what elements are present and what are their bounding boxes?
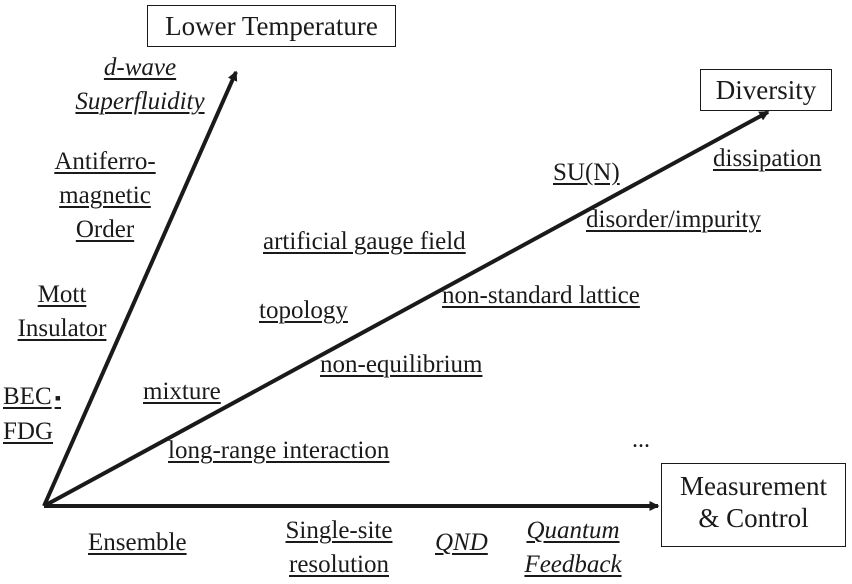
non-equilibrium-label: non-equilibrium [320,351,483,378]
antiferromagnetic-order-label: Antiferro- magnetic Order [54,148,156,243]
measurement-control-box: Measurement & Control [661,463,846,547]
bec-fdg-label: BEC▪ FDG [3,383,62,445]
diversity-title: Diversity [715,75,817,105]
disorder-impurity-label: disorder/impurity [586,206,761,233]
ellipsis-label: ... [632,427,650,453]
artificial-gauge-field-label: artificial gauge field [263,228,466,255]
diversity-arrow [43,110,770,508]
non-standard-lattice-label: non-standard lattice [442,282,640,309]
qnd-label: QND [435,529,488,556]
long-range-interaction-label: long-range interaction [168,437,390,464]
mott-insulator-label: Mott Insulator [17,281,107,342]
lower-temperature-title: Lower Temperature [165,11,378,41]
topology-label: topology [259,297,348,324]
ensemble-label: Ensemble [88,529,187,556]
diversity-box: Diversity [700,69,832,111]
su-n-label: SU(N) [553,159,620,186]
mixture-label: mixture [143,378,221,405]
quantum-feedback-label: Quantum Feedback [524,517,622,578]
d-wave-superfluidity-label: d-wave Superfluidity [75,54,205,115]
bec-dot: ▪ [54,388,62,408]
single-site-resolution-label: Single-site resolution [285,517,393,578]
lower-temperature-box: Lower Temperature [147,5,396,47]
dissipation-label: dissipation [713,145,822,172]
control-title: & Control [698,503,809,533]
measurement-title: Measurement [680,471,827,501]
temperature-arrow [42,70,238,507]
